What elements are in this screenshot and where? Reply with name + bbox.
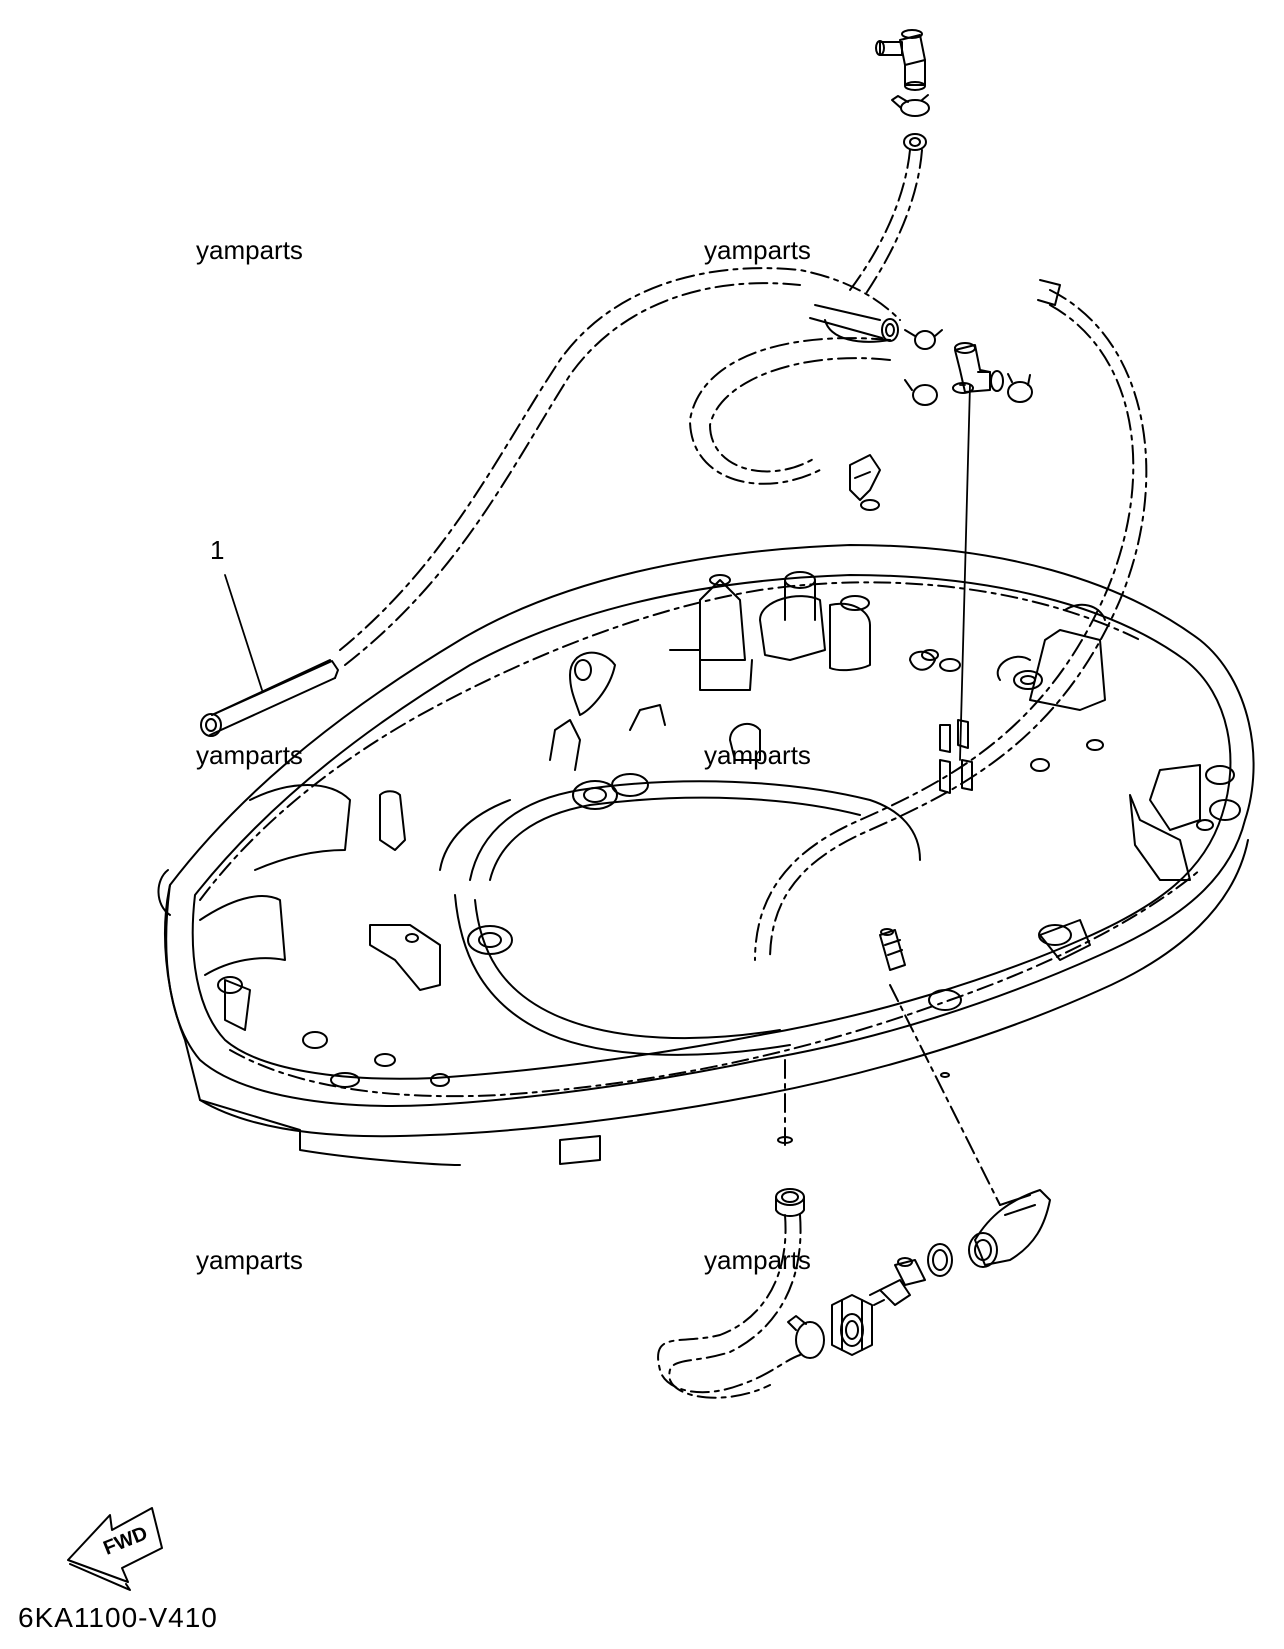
top-hose-clip — [891, 94, 930, 117]
hose-holder-clamp — [849, 454, 881, 511]
watermark-mid-left: yamparts — [196, 740, 303, 770]
top-grommet — [903, 133, 927, 151]
hose-routing-lines — [339, 149, 1148, 1399]
drain-nut — [831, 1294, 873, 1356]
watermark-top-left: yamparts — [196, 235, 303, 265]
watermark-mid-right: yamparts — [704, 740, 811, 770]
watermark-bottom-left: yamparts — [196, 1245, 303, 1275]
drain-plug-nipple — [879, 928, 906, 971]
fwd-arrow-icon — [67, 1507, 163, 1591]
watermark-top-right: yamparts — [704, 235, 811, 265]
callout-part-1: 1 — [210, 535, 225, 565]
short-hose — [809, 304, 899, 342]
right-hose-end — [1037, 279, 1061, 306]
leader-lines — [959, 384, 971, 761]
bottom-cowling — [157, 544, 1255, 1166]
middle-hose-clips — [904, 329, 1033, 406]
lower-hose-clip — [787, 1315, 825, 1359]
drain-nipple-fitting — [869, 1257, 926, 1306]
drain-washer — [927, 1243, 953, 1277]
cowling-bosses — [217, 649, 1241, 1088]
watermark-bottom-right: yamparts — [704, 1245, 811, 1275]
diagram-code: 6KA1100-V410 — [18, 1602, 218, 1633]
drain-outlet-housing — [968, 1189, 1051, 1268]
solid-hose-segments — [824, 319, 891, 343]
middle-t-joint — [952, 342, 1004, 394]
lower-grommet — [775, 1188, 805, 1217]
part-1-hose — [200, 574, 339, 737]
top-t-joint — [875, 29, 926, 91]
